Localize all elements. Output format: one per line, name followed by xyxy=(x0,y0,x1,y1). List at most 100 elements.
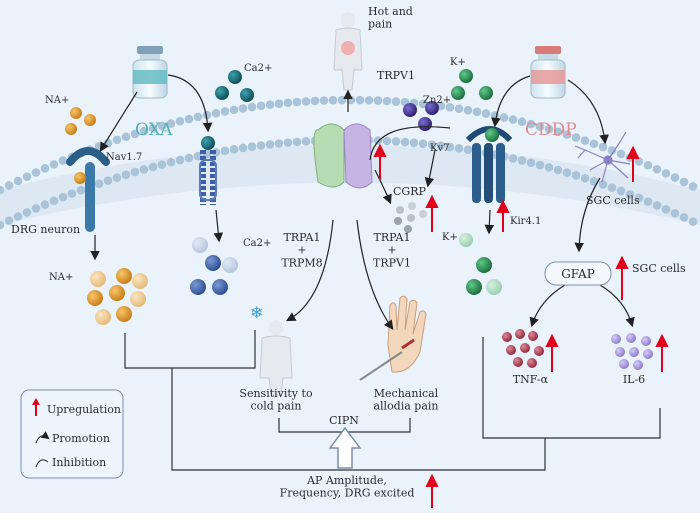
phospholipid-head xyxy=(139,165,149,174)
phospholipid-head xyxy=(274,139,284,148)
phospholipid-head xyxy=(238,104,248,113)
phospholipid-head xyxy=(112,135,122,145)
inhibition-line-icon xyxy=(35,459,49,468)
phospholipid-head xyxy=(301,97,311,106)
phospholipid-head xyxy=(184,153,194,163)
ca-channel-icon xyxy=(199,136,217,205)
na-bottom-label: NA+ xyxy=(49,272,73,283)
phospholipid-head xyxy=(139,126,149,136)
phospholipid-head xyxy=(382,96,392,106)
trpa1-trpv1-label: TRPA1+TRPV1 xyxy=(373,231,411,269)
phospholipid-head xyxy=(526,158,536,168)
phospholipid-head xyxy=(688,182,698,191)
phospholipid-head xyxy=(292,137,302,147)
pathway-arrows xyxy=(90,74,661,471)
phospholipid-head xyxy=(121,170,131,180)
phospholipid-head xyxy=(544,163,554,172)
phospholipid-head xyxy=(157,121,167,131)
ca-ions-bottom xyxy=(190,237,238,295)
trp-channel-icon xyxy=(313,123,373,189)
phospholipid-head xyxy=(652,164,662,174)
phospholipid-head xyxy=(148,124,158,133)
phospholipid-head xyxy=(58,156,68,165)
phospholipid-head xyxy=(0,185,5,195)
cddp-vial-icon xyxy=(530,46,566,99)
phospholipid-head xyxy=(553,165,563,175)
legend: Upregulation Promotion Inhibition xyxy=(20,389,124,479)
phospholipid-head xyxy=(130,129,140,139)
trpv1-top-label: TRPV1 xyxy=(377,69,415,82)
k-bottom-label: K+ xyxy=(442,232,458,243)
phospholipid-head xyxy=(328,95,338,105)
phospholipid-head xyxy=(670,173,680,182)
phospholipid-head xyxy=(112,173,122,182)
phospholipid-head xyxy=(661,169,671,178)
phospholipid-head xyxy=(76,185,86,195)
phospholipid-head xyxy=(535,160,545,170)
phospholipid-head xyxy=(22,208,32,217)
phospholipid-head xyxy=(472,107,482,117)
phospholipid-head xyxy=(256,101,266,111)
phospholipid-head xyxy=(634,193,644,203)
phospholipid-head xyxy=(526,119,536,129)
cgrp-vesicles xyxy=(394,202,427,233)
legend-promotion: Promotion xyxy=(52,432,110,445)
phospholipid-head xyxy=(571,171,581,180)
phospholipid-head xyxy=(310,96,320,106)
phospholipid-head xyxy=(103,176,113,185)
phospholipid-head xyxy=(490,111,500,120)
phospholipid-head xyxy=(4,216,14,225)
phospholipid-head xyxy=(562,130,572,139)
phospholipid-head xyxy=(283,98,293,108)
phospholipid-head xyxy=(517,156,527,165)
phospholipid-head xyxy=(391,137,401,146)
phospholipid-head xyxy=(535,122,545,131)
phospholipid-head xyxy=(643,160,653,170)
oxa-label: OXA xyxy=(135,120,173,140)
phospholipid-head xyxy=(184,114,194,124)
kir41-label: Kir4.1 xyxy=(510,216,541,227)
phospholipid-head xyxy=(553,127,563,137)
phospholipid-head xyxy=(616,186,626,196)
phospholipid-head xyxy=(499,113,509,122)
oxa-vial-icon xyxy=(132,46,168,99)
human-body-cold-icon xyxy=(259,320,293,396)
cipn-hollow-arrow xyxy=(328,426,362,469)
phospholipid-head xyxy=(517,117,527,127)
phospholipid-head xyxy=(121,132,131,142)
nav17-label: Nav1.7 xyxy=(106,152,142,163)
phospholipid-head xyxy=(625,190,635,199)
phospholipid-head xyxy=(661,204,671,214)
phospholipid-head xyxy=(247,102,257,112)
zn-ions xyxy=(403,101,439,131)
upregulation-arrows xyxy=(373,143,669,508)
phospholipid-head xyxy=(607,183,617,192)
phospholipid-head xyxy=(0,220,5,230)
phospholipid-head xyxy=(67,189,77,198)
sgc-cell-icon xyxy=(574,131,631,183)
phospholipid-head xyxy=(382,136,392,146)
phospholipid-head xyxy=(454,104,464,114)
phospholipid-head xyxy=(247,142,257,151)
phospholipid-head xyxy=(508,154,518,163)
phospholipid-head xyxy=(220,107,230,116)
phospholipid-head xyxy=(193,112,203,122)
phospholipid-head xyxy=(40,200,50,209)
phospholipid-head xyxy=(589,177,599,186)
ca-top-label: Ca2+ xyxy=(244,63,272,74)
phospholipid-head xyxy=(211,108,221,118)
kv7-label: Kv7 xyxy=(430,143,449,154)
phospholipid-head xyxy=(31,204,41,213)
legend-upregulation: Upregulation xyxy=(47,403,121,416)
zn-label: Zn2+ xyxy=(423,95,451,106)
phospholipid-head xyxy=(274,99,284,109)
phospholipid-head xyxy=(4,181,14,190)
il6-label: IL-6 xyxy=(623,373,645,386)
phospholipid-head xyxy=(283,138,293,147)
promotion-arrow-icon xyxy=(35,431,50,444)
phospholipid-head xyxy=(13,212,23,221)
phospholipid-head xyxy=(679,213,689,222)
